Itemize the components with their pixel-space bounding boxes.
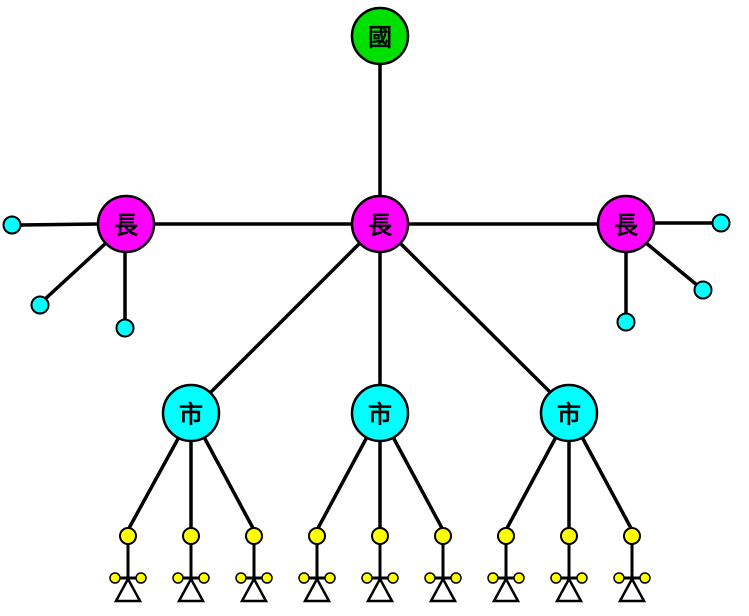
hub-node: 長 (350, 194, 410, 254)
person-figure (235, 527, 273, 603)
person-figure (172, 527, 210, 603)
person-figure (298, 527, 336, 603)
person-hand (613, 572, 625, 584)
person-base (113, 576, 143, 603)
leaf-node (711, 213, 731, 233)
person-hand (513, 572, 525, 584)
person-hand (261, 572, 273, 584)
city-node-1-circle (161, 383, 221, 443)
city-node-2-circle (350, 383, 410, 443)
city-node-3-label: 市 (557, 400, 581, 429)
person-base (365, 576, 395, 603)
leaf-node (616, 312, 636, 332)
leaf-node (30, 295, 50, 315)
edge-city1-person3 (202, 436, 256, 531)
city-node-3-circle (539, 383, 599, 443)
person-head (434, 527, 452, 545)
branch-node-left-label: 長 (114, 211, 139, 240)
edge-hub-city-left (209, 241, 362, 394)
edge-city2-person3 (391, 436, 445, 531)
person-hand (387, 572, 399, 584)
person-head (623, 527, 641, 545)
edge-city2-person1 (315, 436, 369, 531)
root-node-circle (350, 6, 410, 66)
person-figure (613, 527, 651, 603)
person-hand (324, 572, 336, 584)
person-head (497, 527, 515, 545)
person-hand (576, 572, 588, 584)
person-hand (198, 572, 210, 584)
person-head (560, 527, 578, 545)
city-node-2-label: 市 (368, 400, 392, 429)
leaf-node (2, 215, 22, 235)
person-figure (109, 527, 147, 603)
person-base (428, 576, 458, 603)
person-base (617, 576, 647, 603)
leaf-node (115, 318, 135, 338)
branch-node-left: 長 (96, 194, 156, 254)
edge-hub-city-right (398, 241, 552, 394)
root-node-label: 國 (368, 23, 392, 52)
person-hand (450, 572, 462, 584)
person-head (308, 527, 326, 545)
people-layer (109, 527, 651, 603)
person-figure (550, 527, 588, 603)
edge-right-leaf-b (644, 241, 699, 287)
person-figure (487, 527, 525, 603)
edge-left-leaf-a (19, 222, 99, 227)
person-head (119, 527, 137, 545)
person-hand (298, 572, 310, 584)
person-hand (424, 572, 436, 584)
person-head (245, 527, 263, 545)
leaf-nodes (2, 213, 731, 338)
person-hand (487, 572, 499, 584)
edge-city3-person1 (504, 436, 558, 531)
person-hand (135, 572, 147, 584)
person-hand (550, 572, 562, 584)
person-base (491, 576, 521, 603)
person-hand (109, 572, 121, 584)
edge-city1-person1 (126, 436, 181, 531)
city-node-3: 市 (539, 383, 599, 443)
person-hand (361, 572, 373, 584)
branch-node-right-circle (596, 194, 656, 254)
person-figure (361, 527, 399, 603)
branch-node-right: 長 (596, 194, 656, 254)
person-base (302, 576, 332, 603)
root-node: 國 (350, 6, 410, 66)
person-base (239, 576, 269, 603)
edges (19, 64, 713, 531)
person-base (176, 576, 206, 603)
city-node-2: 市 (350, 383, 410, 443)
branch-node-right-label: 長 (614, 211, 639, 240)
branch-node-left-circle (96, 194, 156, 254)
person-head (182, 527, 200, 545)
city-node-1-label: 市 (179, 400, 203, 429)
person-head (371, 527, 389, 545)
person-figure (424, 527, 462, 603)
person-base (554, 576, 584, 603)
person-hand (235, 572, 247, 584)
hub-node-label: 長 (368, 211, 393, 240)
person-hand (639, 572, 651, 584)
edge-left-leaf-b (42, 241, 108, 302)
edge-city3-person3 (580, 436, 634, 531)
leaf-node (693, 280, 713, 300)
person-hand (172, 572, 184, 584)
city-node-1: 市 (161, 383, 221, 443)
hub-node-circle (350, 194, 410, 254)
